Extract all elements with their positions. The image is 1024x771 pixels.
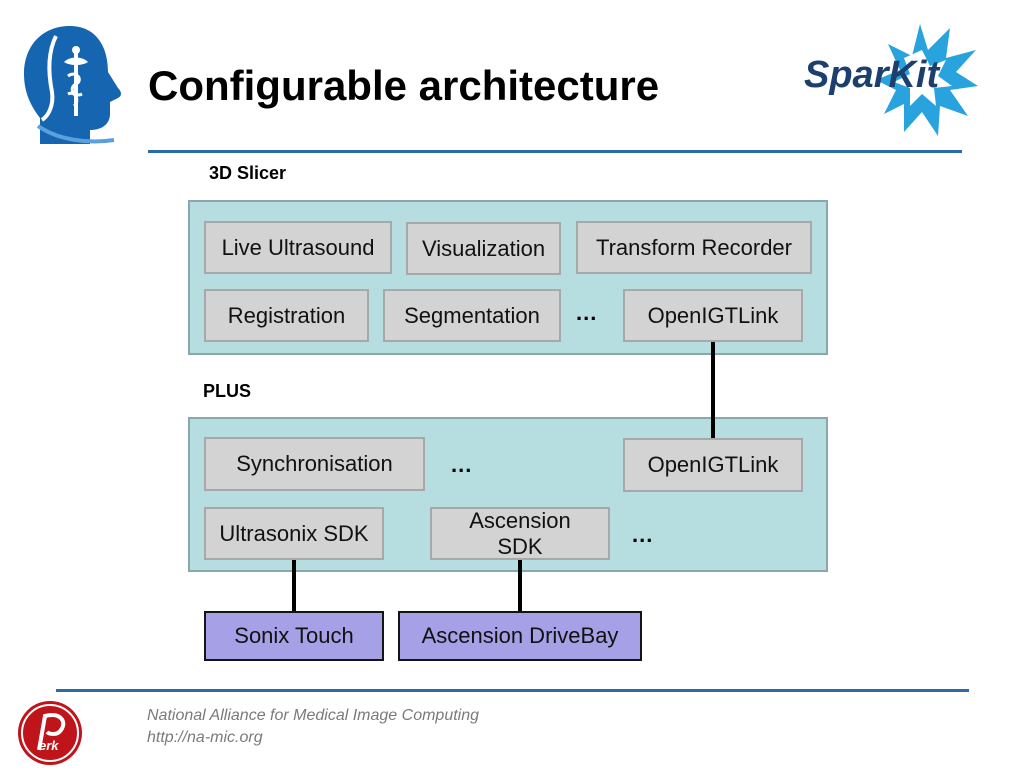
module-synchronisation: Synchronisation [204, 437, 425, 491]
perk-logo: erk [17, 700, 83, 766]
sparkit-wordmark: SparKit [804, 54, 940, 96]
module-live-ultrasound: Live Ultrasound [204, 221, 392, 274]
connector-openigtlink [711, 342, 715, 438]
plus-ellipsis-2: ... [632, 522, 654, 547]
sparkit-starburst-logo-icon [876, 24, 978, 136]
module-visualization: Visualization [406, 222, 561, 275]
na-mic-logo [18, 22, 124, 152]
slicer-label: 3D Slicer [209, 163, 287, 183]
na-mic-head-caduceus-logo-icon [24, 26, 121, 144]
connector-ascension-drivebay [518, 560, 522, 612]
module-ascension-sdk: Ascension SDK [430, 507, 610, 560]
footer-org: National Alliance for Medical Image Comp… [147, 707, 480, 724]
module-registration: Registration [204, 289, 369, 342]
footer-rule [56, 689, 969, 692]
module-openigtlink-plus: OpenIGTLink [623, 438, 803, 492]
connector-ultrasonix-sonix [292, 560, 296, 612]
footer-url[interactable]: http://na-mic.org [147, 729, 263, 746]
device-sonix-touch: Sonix Touch [204, 611, 384, 661]
perk-logo-text: erk [39, 738, 59, 753]
header-rule [148, 150, 962, 153]
module-openigtlink-slicer: OpenIGTLink [623, 289, 803, 342]
module-ultrasonix-sdk: Ultrasonix SDK [204, 507, 384, 560]
module-segmentation: Segmentation [383, 289, 561, 342]
plus-ellipsis-1: ... [451, 452, 473, 477]
page-title: Configurable architecture [148, 62, 660, 109]
slicer-ellipsis: ... [576, 300, 598, 325]
device-ascension-drivebay: Ascension DriveBay [398, 611, 642, 661]
module-transform-recorder: Transform Recorder [576, 221, 812, 274]
sparkit-logo: SparKit [800, 20, 980, 140]
plus-label: PLUS [203, 381, 252, 401]
perk-lab-logo-icon [18, 701, 82, 765]
